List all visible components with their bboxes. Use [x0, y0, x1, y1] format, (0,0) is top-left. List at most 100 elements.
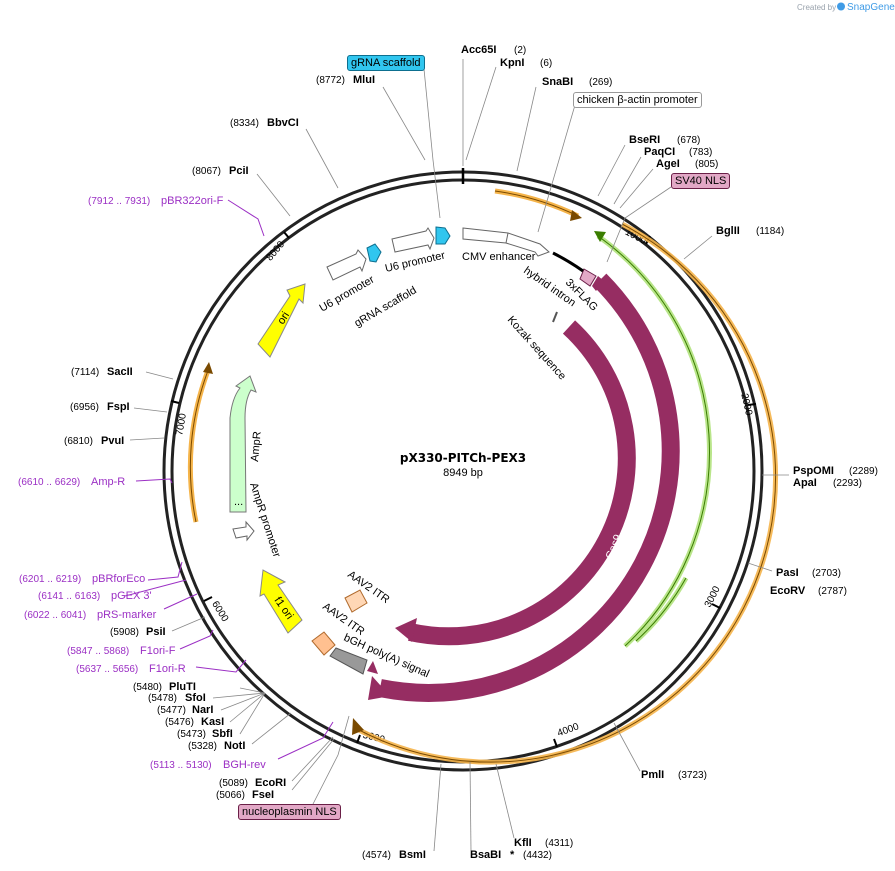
primer-pbr322ori-f[interactable]: pBR322ori-F	[161, 195, 224, 207]
tag-grna-scaffold[interactable]: gRNA scaffold	[347, 55, 425, 71]
lead-bsmi	[433, 763, 442, 852]
enzyme-acc65i[interactable]: Acc65I	[461, 44, 496, 56]
primer-f1ori-r[interactable]: F1ori-R	[149, 663, 186, 675]
plead-bgh	[277, 721, 334, 760]
enzyme-pluti[interactable]: PluTI	[169, 681, 196, 693]
enzyme-snabi[interactable]: SnaBI	[542, 76, 573, 88]
primer-pbrforeco[interactable]: pBRforEco	[92, 573, 145, 585]
enzyme-apai-pos: (2293)	[833, 478, 862, 489]
enzyme-bsabi[interactable]: BsaBI	[470, 849, 501, 861]
enzyme-kasi[interactable]: KasI	[201, 716, 224, 728]
enzyme-agei-pos: (805)	[695, 159, 718, 170]
hybrid-intron-mark	[552, 251, 584, 273]
green-feature-arc-b-line	[635, 577, 687, 642]
snapgene-logo-icon	[837, 2, 845, 11]
primer-prs-range: (6022 .. 6041)	[24, 610, 86, 621]
enzyme-paqci[interactable]: PaqCI	[644, 146, 675, 158]
enzyme-pluti-pos: (5480)	[133, 682, 162, 693]
tag-chicken-promoter[interactable]: chicken β-actin promoter	[573, 92, 702, 108]
cas9-inner-arrowhead	[395, 618, 417, 642]
enzyme-psii[interactable]: PsiI	[146, 626, 166, 638]
enzyme-pcii[interactable]: PciI	[229, 165, 249, 177]
orange-left-arrowhead	[203, 362, 213, 374]
ampr-arrow	[229, 375, 257, 513]
primer-leader-lines	[124, 199, 334, 760]
enzyme-agei[interactable]: AgeI	[656, 158, 680, 170]
lead-sbfi	[239, 692, 266, 735]
enzyme-pasi-pos: (2703)	[812, 568, 841, 579]
lead-sv40	[606, 186, 672, 263]
enzyme-noti[interactable]: NotI	[224, 740, 245, 752]
enzyme-mlui[interactable]: MluI	[353, 74, 375, 86]
lead-grna-scaffold	[423, 68, 441, 219]
primer-ampr-range: (6610 .. 6629)	[18, 477, 80, 488]
plead-pbrforeco	[147, 561, 183, 581]
tag-sv40-nls[interactable]: SV40 NLS	[671, 173, 731, 189]
kozak-marker	[552, 311, 558, 323]
enzyme-nari-pos: (5477)	[157, 705, 186, 716]
cmv-divider	[505, 232, 509, 244]
enzyme-kpni[interactable]: KpnI	[500, 57, 524, 69]
primer-bgh-rev[interactable]: BGH-rev	[223, 759, 266, 771]
primer-prs-marker[interactable]: pRS-marker	[97, 609, 157, 621]
orange-feature-arc-left-line	[189, 367, 210, 523]
lead-sfoi	[212, 692, 266, 699]
enzyme-ecorv[interactable]: EcoRV	[770, 585, 806, 597]
enzyme-pasi[interactable]: PasI	[776, 567, 799, 579]
enzyme-bseri-pos: (678)	[677, 135, 700, 146]
tag-nucleoplasmin-nls[interactable]: nucleoplasmin NLS	[238, 804, 341, 820]
lead-pluti	[239, 687, 266, 694]
enzyme-noti-pos: (5328)	[188, 741, 217, 752]
enzyme-pspomi[interactable]: PspOMI	[793, 465, 834, 477]
enzyme-acc65i-pos: (2)	[514, 45, 526, 56]
u6-promoter-label-b: U6 promoter	[318, 273, 377, 314]
tick-2000-mark	[747, 403, 757, 406]
enzyme-bsmi[interactable]: BsmI	[399, 849, 426, 861]
primer-pgex[interactable]: pGEX 3'	[111, 590, 152, 602]
enzyme-sfoi[interactable]: SfoI	[185, 692, 206, 704]
aav2-itr-box-b	[311, 631, 336, 656]
lead-fspi	[133, 407, 168, 413]
enzyme-bseri[interactable]: BseRI	[629, 134, 660, 146]
enzyme-pmli[interactable]: PmlI	[641, 769, 664, 781]
cas9-outer-arrowhead	[368, 676, 390, 700]
u6-promoter-left-arrow	[326, 249, 367, 281]
enzyme-fsei-pos: (5066)	[216, 790, 245, 801]
green-arrowhead-a	[594, 231, 606, 242]
orange-arc-arrowhead	[352, 718, 364, 735]
enzyme-psii-pos: (5908)	[110, 627, 139, 638]
lead-kasi	[229, 692, 266, 723]
enzyme-ecori[interactable]: EcoRI	[255, 777, 286, 789]
kozak-label: Kozak sequence	[505, 314, 568, 382]
enzyme-fspi[interactable]: FspI	[107, 401, 130, 413]
enzyme-sbfi[interactable]: SbfI	[212, 728, 233, 740]
primer-f1ori-f[interactable]: F1ori-F	[140, 645, 176, 657]
enzyme-pvui[interactable]: PvuI	[101, 435, 124, 447]
plead-prs	[163, 593, 198, 610]
enzyme-bsabi-mark: *	[510, 849, 515, 861]
enzyme-labels: Acc65I (2) KpnI (6) SnaBI (269) BseRI (6…	[64, 44, 878, 861]
plead-f1ori-r	[195, 659, 247, 673]
cas9-inner-band	[408, 320, 636, 646]
enzyme-apai[interactable]: ApaI	[793, 477, 817, 489]
primer-amp-r[interactable]: Amp-R	[91, 476, 125, 488]
lead-pcii	[256, 173, 291, 217]
enzyme-bbvci[interactable]: BbvCI	[267, 117, 299, 129]
tick-marks	[170, 168, 757, 748]
enzyme-paqci-pos: (783)	[689, 147, 712, 158]
enzyme-bglii[interactable]: BglII	[716, 225, 740, 237]
enzyme-sacii[interactable]: SacII	[107, 366, 133, 378]
enzyme-pspomi-pos: (2289)	[849, 466, 878, 477]
enzyme-fsei[interactable]: FseI	[252, 789, 274, 801]
cmv-label: CMV enhancer	[462, 251, 536, 263]
u6-promoter-top-arrow	[391, 227, 435, 253]
orange-feature-arc-right-line	[358, 223, 777, 763]
tick-4000-mark	[553, 738, 558, 748]
plead-pgex	[124, 579, 187, 597]
lead-kfli	[495, 763, 515, 839]
primer-labels: (7912 .. 7931) pBR322ori-F (6610 .. 6629…	[18, 195, 266, 771]
sv40-box	[592, 276, 604, 291]
enzyme-snabi-pos: (269)	[589, 77, 612, 88]
enzyme-nari[interactable]: NarI	[192, 704, 213, 716]
enzyme-kfli[interactable]: KflI	[514, 837, 532, 849]
